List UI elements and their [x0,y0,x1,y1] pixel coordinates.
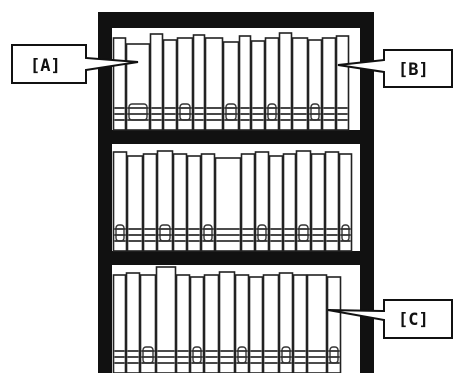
shelf-board-1 [98,130,374,144]
callout-b-label: [B] [398,60,429,80]
book-spine [335,35,350,131]
book-spine [291,37,309,131]
book-spine [200,153,216,252]
book-spine [172,153,188,252]
book-spine [175,274,191,373]
book-spine [222,41,240,131]
callout-c-label: [C] [398,310,429,330]
book-spine [268,155,284,252]
book-spine [218,271,236,373]
book-spine [326,276,342,373]
book-spine [186,155,202,252]
book-spine [126,155,144,252]
book-spine [203,274,220,373]
book-spine [155,266,177,373]
book-spine [149,33,164,131]
book-spine [338,153,353,252]
book-spine [278,32,293,131]
book-spine [192,34,206,131]
book-spine [240,153,256,252]
book-spine [250,40,266,131]
book-spine [295,150,312,252]
book-spine [112,274,127,373]
book-spine [156,150,174,252]
book-spine [204,37,224,131]
callout-a-box [11,44,139,84]
bookcase-frame [98,12,374,373]
callout-c: [C] [327,299,453,339]
callout-b-box [337,49,453,88]
book-spine [262,274,280,373]
callout-c-box [327,299,453,339]
book-spine [307,39,323,131]
book-spine [189,276,205,373]
book-spine [112,151,128,252]
shelf-board-2 [98,251,374,265]
book-spine [176,37,194,131]
book-spine [162,39,178,131]
book-spine [292,274,308,373]
book-spine [306,274,328,373]
book-spine [324,151,340,252]
book-spine [310,153,326,252]
book-spine [234,274,250,373]
book-spine [238,35,252,131]
callout-a: [A] [11,44,139,84]
book-spine [125,43,151,131]
book-spine [282,153,297,252]
book-spine [321,37,337,131]
book-spine [112,37,127,131]
book-spine [139,274,157,373]
callout-b: [B] [337,49,453,88]
book-spine [142,153,158,252]
book-spine [125,272,141,373]
callout-a-label: [A] [30,56,61,76]
book-spine [278,272,294,373]
book-spine [248,276,264,373]
books-group [112,32,353,373]
book-spine [254,151,270,252]
book-spine [214,157,242,252]
book-spine [264,37,280,131]
